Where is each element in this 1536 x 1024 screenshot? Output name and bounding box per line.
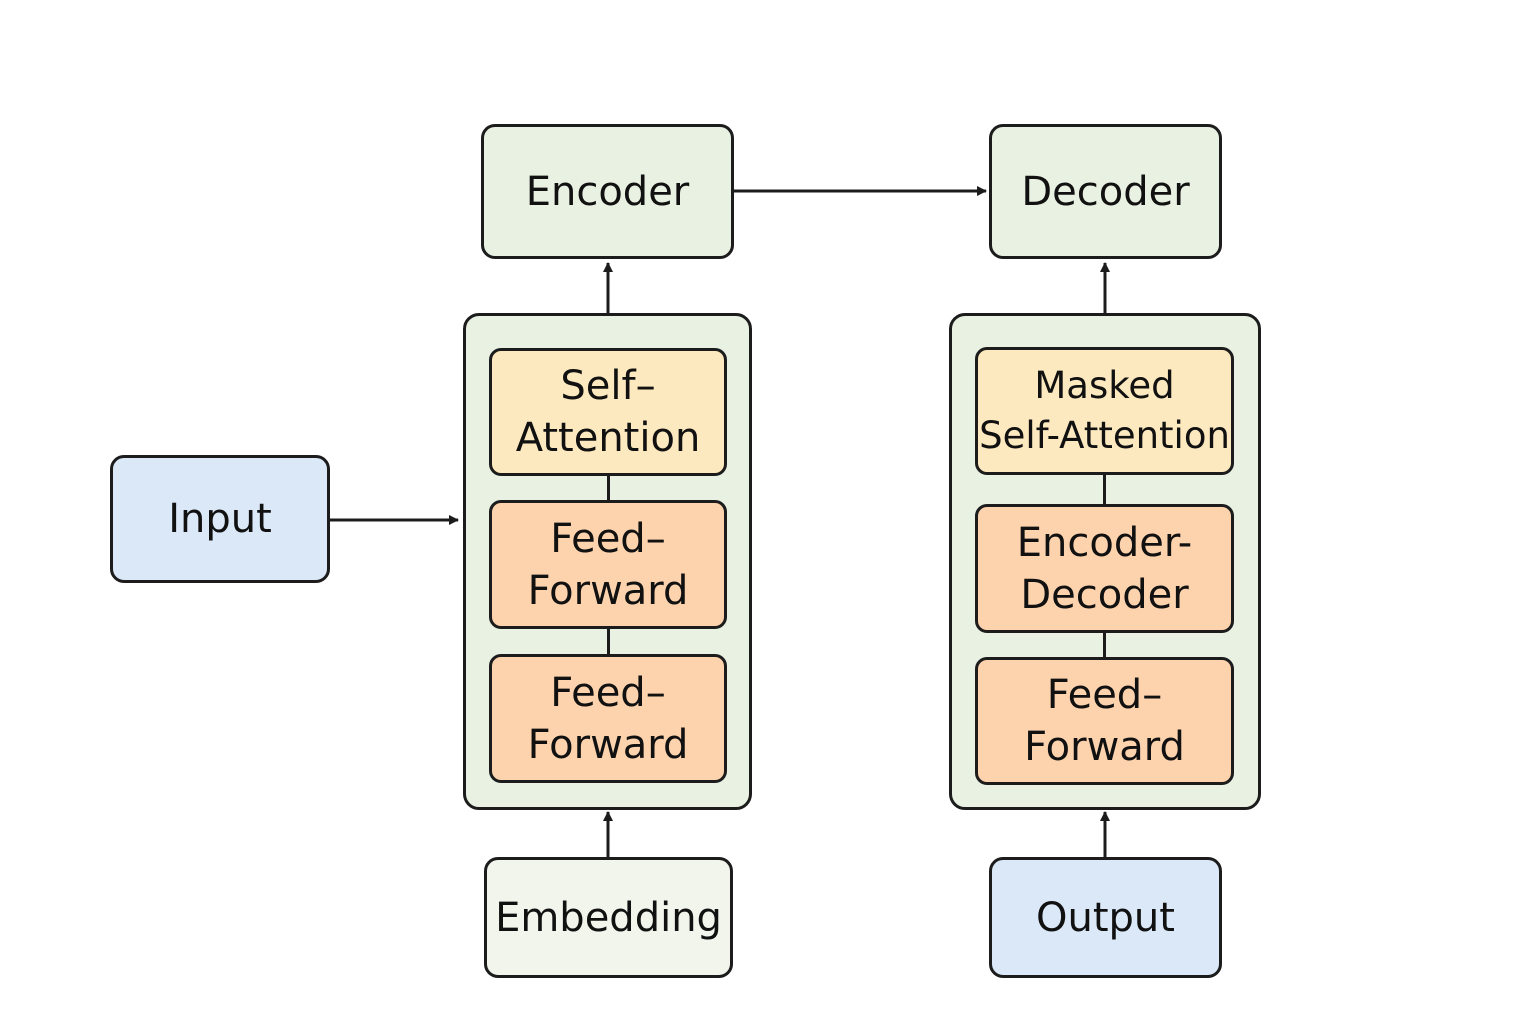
encoder-block-label: Feed– Forward: [527, 515, 689, 614]
input-box: Input: [110, 455, 330, 583]
encoder-block-label: Feed– Forward: [527, 669, 689, 768]
decoder-stack-link-2: [1103, 631, 1106, 659]
decoder-block-label: Encoder- Decoder: [1016, 519, 1193, 618]
encoder-block-label: Self– Attention: [515, 363, 701, 461]
encoder-label: Encoder: [525, 168, 690, 215]
encoder-feed-forward-block-1: Feed– Forward: [489, 500, 727, 629]
decoder-box: Decoder: [989, 124, 1222, 259]
output-box: Output: [989, 857, 1222, 978]
encoder-feed-forward-block-2: Feed– Forward: [489, 654, 727, 783]
embedding-label: Embedding: [495, 894, 722, 941]
encoder-self-attention-block: Self– Attention: [489, 348, 727, 476]
encoder-stack-link-2: [607, 628, 610, 656]
decoder-feed-forward-block: Feed– Forward: [975, 657, 1234, 785]
decoder-masked-self-attention-block: Masked Self-Attention: [975, 347, 1234, 475]
encoder-box: Encoder: [481, 124, 734, 259]
decoder-label: Decoder: [1021, 168, 1190, 215]
decoder-stack-link-1: [1103, 474, 1106, 506]
decoder-block-label: Masked Self-Attention: [979, 364, 1230, 457]
embedding-box: Embedding: [484, 857, 733, 978]
output-label: Output: [1036, 894, 1175, 941]
input-label: Input: [168, 496, 272, 542]
decoder-block-label: Feed– Forward: [1024, 672, 1185, 770]
decoder-encoder-decoder-block: Encoder- Decoder: [975, 504, 1234, 633]
encoder-stack-link-1: [607, 474, 610, 502]
